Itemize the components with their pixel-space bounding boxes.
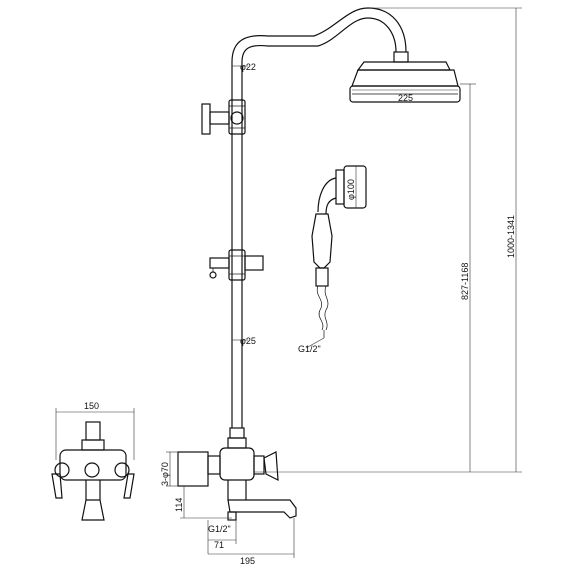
shower-head [349, 51, 461, 103]
slide-bracket [209, 249, 264, 281]
inlet-dia-label: 3-φ70 [160, 462, 170, 486]
bath-mixer-body [207, 447, 297, 521]
hand-shower [311, 165, 367, 338]
mixer-width-label: 150 [84, 401, 99, 411]
wall-flange [177, 451, 209, 487]
pipe-joint [227, 427, 247, 449]
spout-drop-label: 71 [214, 540, 224, 550]
pipe-dia-lower-label: φ25 [240, 336, 256, 346]
upper-bracket [201, 99, 246, 135]
outlet-thread-label: G1/2" [208, 524, 231, 534]
riser-pipe [231, 62, 243, 428]
dimension-lines [55, 7, 522, 558]
mixer-front-view [51, 421, 135, 521]
handset-dia-label: φ100 [346, 179, 356, 200]
pipe-dia-top-label: φ22 [240, 62, 256, 72]
head-width-label: 225 [398, 93, 413, 103]
spout-reach-label: 195 [240, 556, 255, 566]
height-range-outer-label: 1000-1341 [506, 215, 516, 258]
height-range-inner-label: 827-1168 [460, 263, 470, 300]
gooseneck-arm [231, 7, 407, 63]
body-height-label: 114 [174, 498, 184, 512]
dimension-labels: φ22 225 φ100 827-1168 1000-1341 φ25 G1/2… [84, 62, 516, 566]
hose-thread-label: G1/2" [298, 344, 321, 354]
